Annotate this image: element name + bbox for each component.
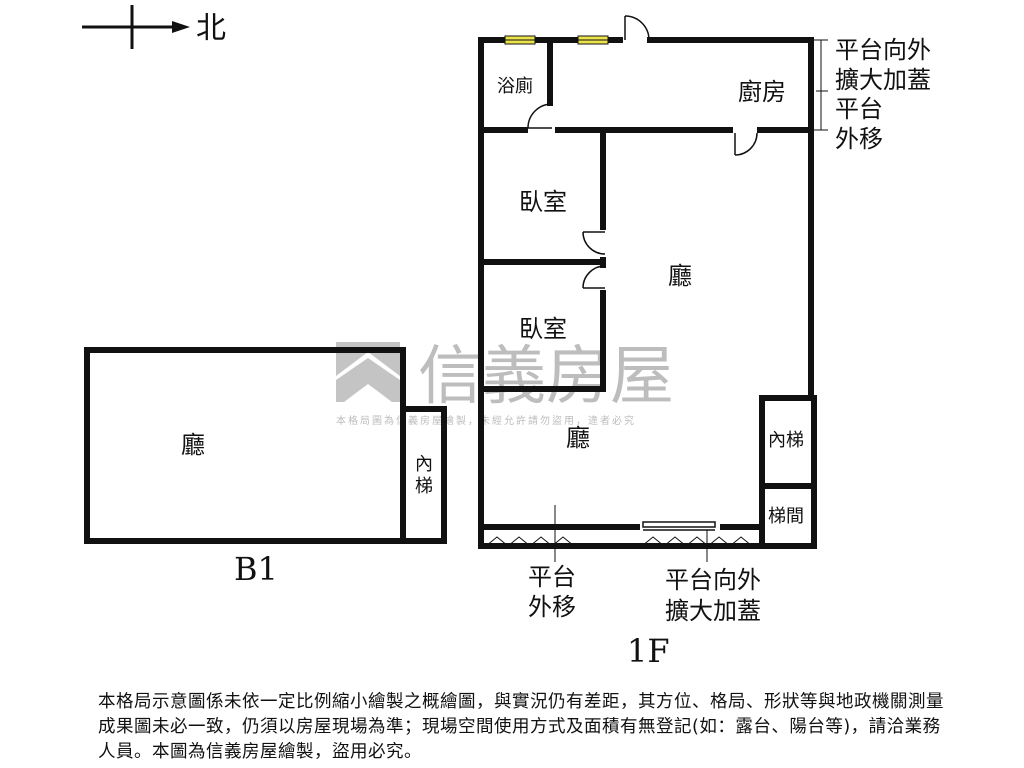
window-1	[504, 35, 536, 45]
room-inner-stair-b1-line1: 內	[415, 454, 433, 475]
room-living-b1: 廳	[181, 431, 205, 459]
floor-plan: 信義房屋 本格局圖為信義房屋繪製，未經允許請勿盜用，違者必究 北	[82, 5, 931, 670]
right-annotation: 平台向外 擴大加蓋 平台 外移	[814, 36, 931, 153]
right-move-line1: 平台	[835, 95, 883, 123]
floor-label-1f: 1F	[627, 632, 670, 670]
room-bath: 浴廁	[497, 75, 533, 97]
floor-1f	[478, 37, 817, 562]
room-living-1f-lower: 廳	[566, 424, 590, 452]
kitchen-door	[734, 132, 758, 156]
room-inner-stair-b1-line2: 梯	[415, 476, 433, 497]
room-bedroom-2: 臥室	[519, 315, 567, 343]
bedroom-1-door	[582, 231, 606, 255]
right-move-line2: 外移	[835, 125, 883, 153]
room-living-1f-upper: 廳	[668, 262, 692, 290]
bottom-expand-line2: 擴大加蓋	[665, 597, 761, 625]
bedroom-2-door	[582, 265, 606, 289]
room-bedroom-1: 臥室	[519, 188, 567, 216]
north-arrow-icon	[172, 21, 190, 33]
floor-label-b1: B1	[234, 550, 278, 588]
right-expand-line2: 擴大加蓋	[835, 66, 931, 94]
room-kitchen: 廚房	[738, 78, 786, 106]
disclaimer-text: 本格局示意圖係未依一定比例縮小繪製之概繪圖，與實況仍有差距，其方位、格局、形狀等…	[98, 692, 944, 762]
room-inner-stair-1f: 內梯	[768, 430, 804, 451]
watermark: 信義房屋 本格局圖為信義房屋繪製，未經允許請勿盜用，違者必究	[336, 340, 674, 427]
north-label: 北	[196, 11, 226, 46]
entrance-door	[624, 15, 650, 41]
watermark-brand: 信義房屋	[418, 340, 674, 414]
north-compass: 北	[82, 5, 226, 49]
window-2	[577, 35, 609, 45]
bottom-move-line2: 外移	[528, 593, 576, 621]
bottom-expand-line1: 平台向外	[665, 566, 761, 594]
floor-b1	[84, 347, 447, 544]
room-stairwell-1f: 梯間	[768, 506, 804, 527]
right-expand-line1: 平台向外	[835, 36, 931, 64]
watermark-notice: 本格局圖為信義房屋繪製，未經允許請勿盜用，違者必究	[336, 414, 636, 427]
bottom-move-line1: 平台	[528, 563, 576, 591]
bath-door	[527, 103, 553, 129]
